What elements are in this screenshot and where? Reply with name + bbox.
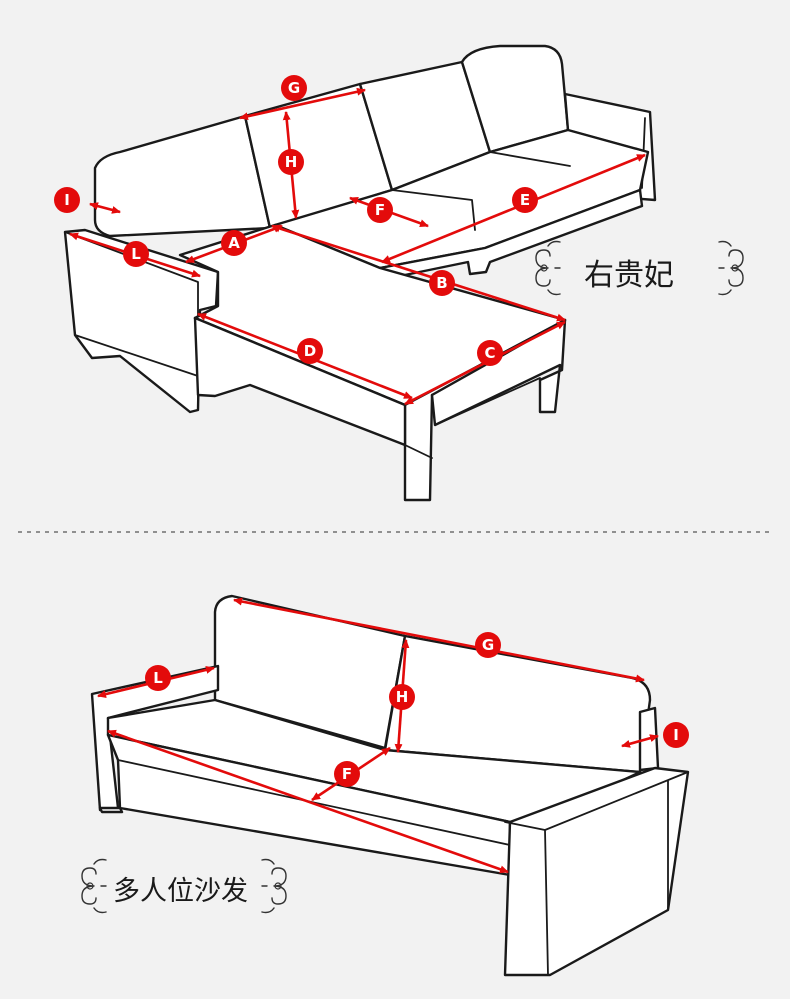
- badge-label: C: [484, 344, 495, 362]
- badge-c: C: [477, 340, 503, 366]
- l-shaped-sofa-badges: G H F E A B C D L I: [54, 75, 538, 366]
- badge-label: H: [396, 688, 409, 706]
- dim-line-b: [271, 224, 566, 322]
- caption-right-chaise: 右贵妃: [584, 258, 674, 293]
- badge-l: L: [123, 241, 149, 267]
- caption-multi-seat: 多人位沙发: [113, 876, 248, 907]
- back-cushion-right: [460, 44, 570, 154]
- badge-label: I: [673, 726, 679, 744]
- badge-label: L: [131, 245, 141, 263]
- dim-line-seat: [107, 729, 509, 874]
- back-cushion-left: [93, 114, 272, 238]
- badge-label: I: [64, 191, 70, 209]
- badge-label: A: [228, 234, 240, 252]
- badge-label: L: [153, 669, 163, 687]
- badge-label: G: [288, 79, 300, 97]
- badge-label: F: [375, 201, 385, 219]
- multi-seat-sofa-drawing: [90, 594, 690, 977]
- badge-label: B: [436, 274, 447, 292]
- badge-label: G: [482, 636, 494, 654]
- multi-seat-sofa-measurements: [97, 597, 659, 874]
- badge-i: I: [54, 187, 80, 213]
- front-leg-left: [98, 806, 124, 814]
- badge-e: E: [512, 187, 538, 213]
- badge-l: L: [145, 665, 171, 691]
- multi-seat-sofa-badges: G H F L I: [145, 632, 689, 787]
- badge-label: H: [285, 153, 298, 171]
- badge-f: F: [334, 761, 360, 787]
- dim-line-i: [89, 202, 121, 214]
- badge-label: D: [304, 342, 316, 360]
- ornament-bottom: [81, 858, 287, 914]
- badge-i: I: [663, 722, 689, 748]
- badge-a: A: [221, 230, 247, 256]
- dim-line-g: [233, 597, 645, 683]
- badge-g: G: [281, 75, 307, 101]
- badge-h: H: [389, 684, 415, 710]
- dim-line-i: [621, 734, 659, 748]
- badge-label: F: [342, 765, 352, 783]
- badge-h: H: [278, 149, 304, 175]
- ornament-top: [535, 240, 744, 296]
- badge-g: G: [475, 632, 501, 658]
- badge-d: D: [297, 338, 323, 364]
- badge-b: B: [429, 270, 455, 296]
- dim-line-g: [239, 87, 366, 121]
- badge-label: E: [520, 191, 530, 209]
- l-shaped-sofa-drawing: [63, 44, 657, 502]
- badge-f: F: [367, 197, 393, 223]
